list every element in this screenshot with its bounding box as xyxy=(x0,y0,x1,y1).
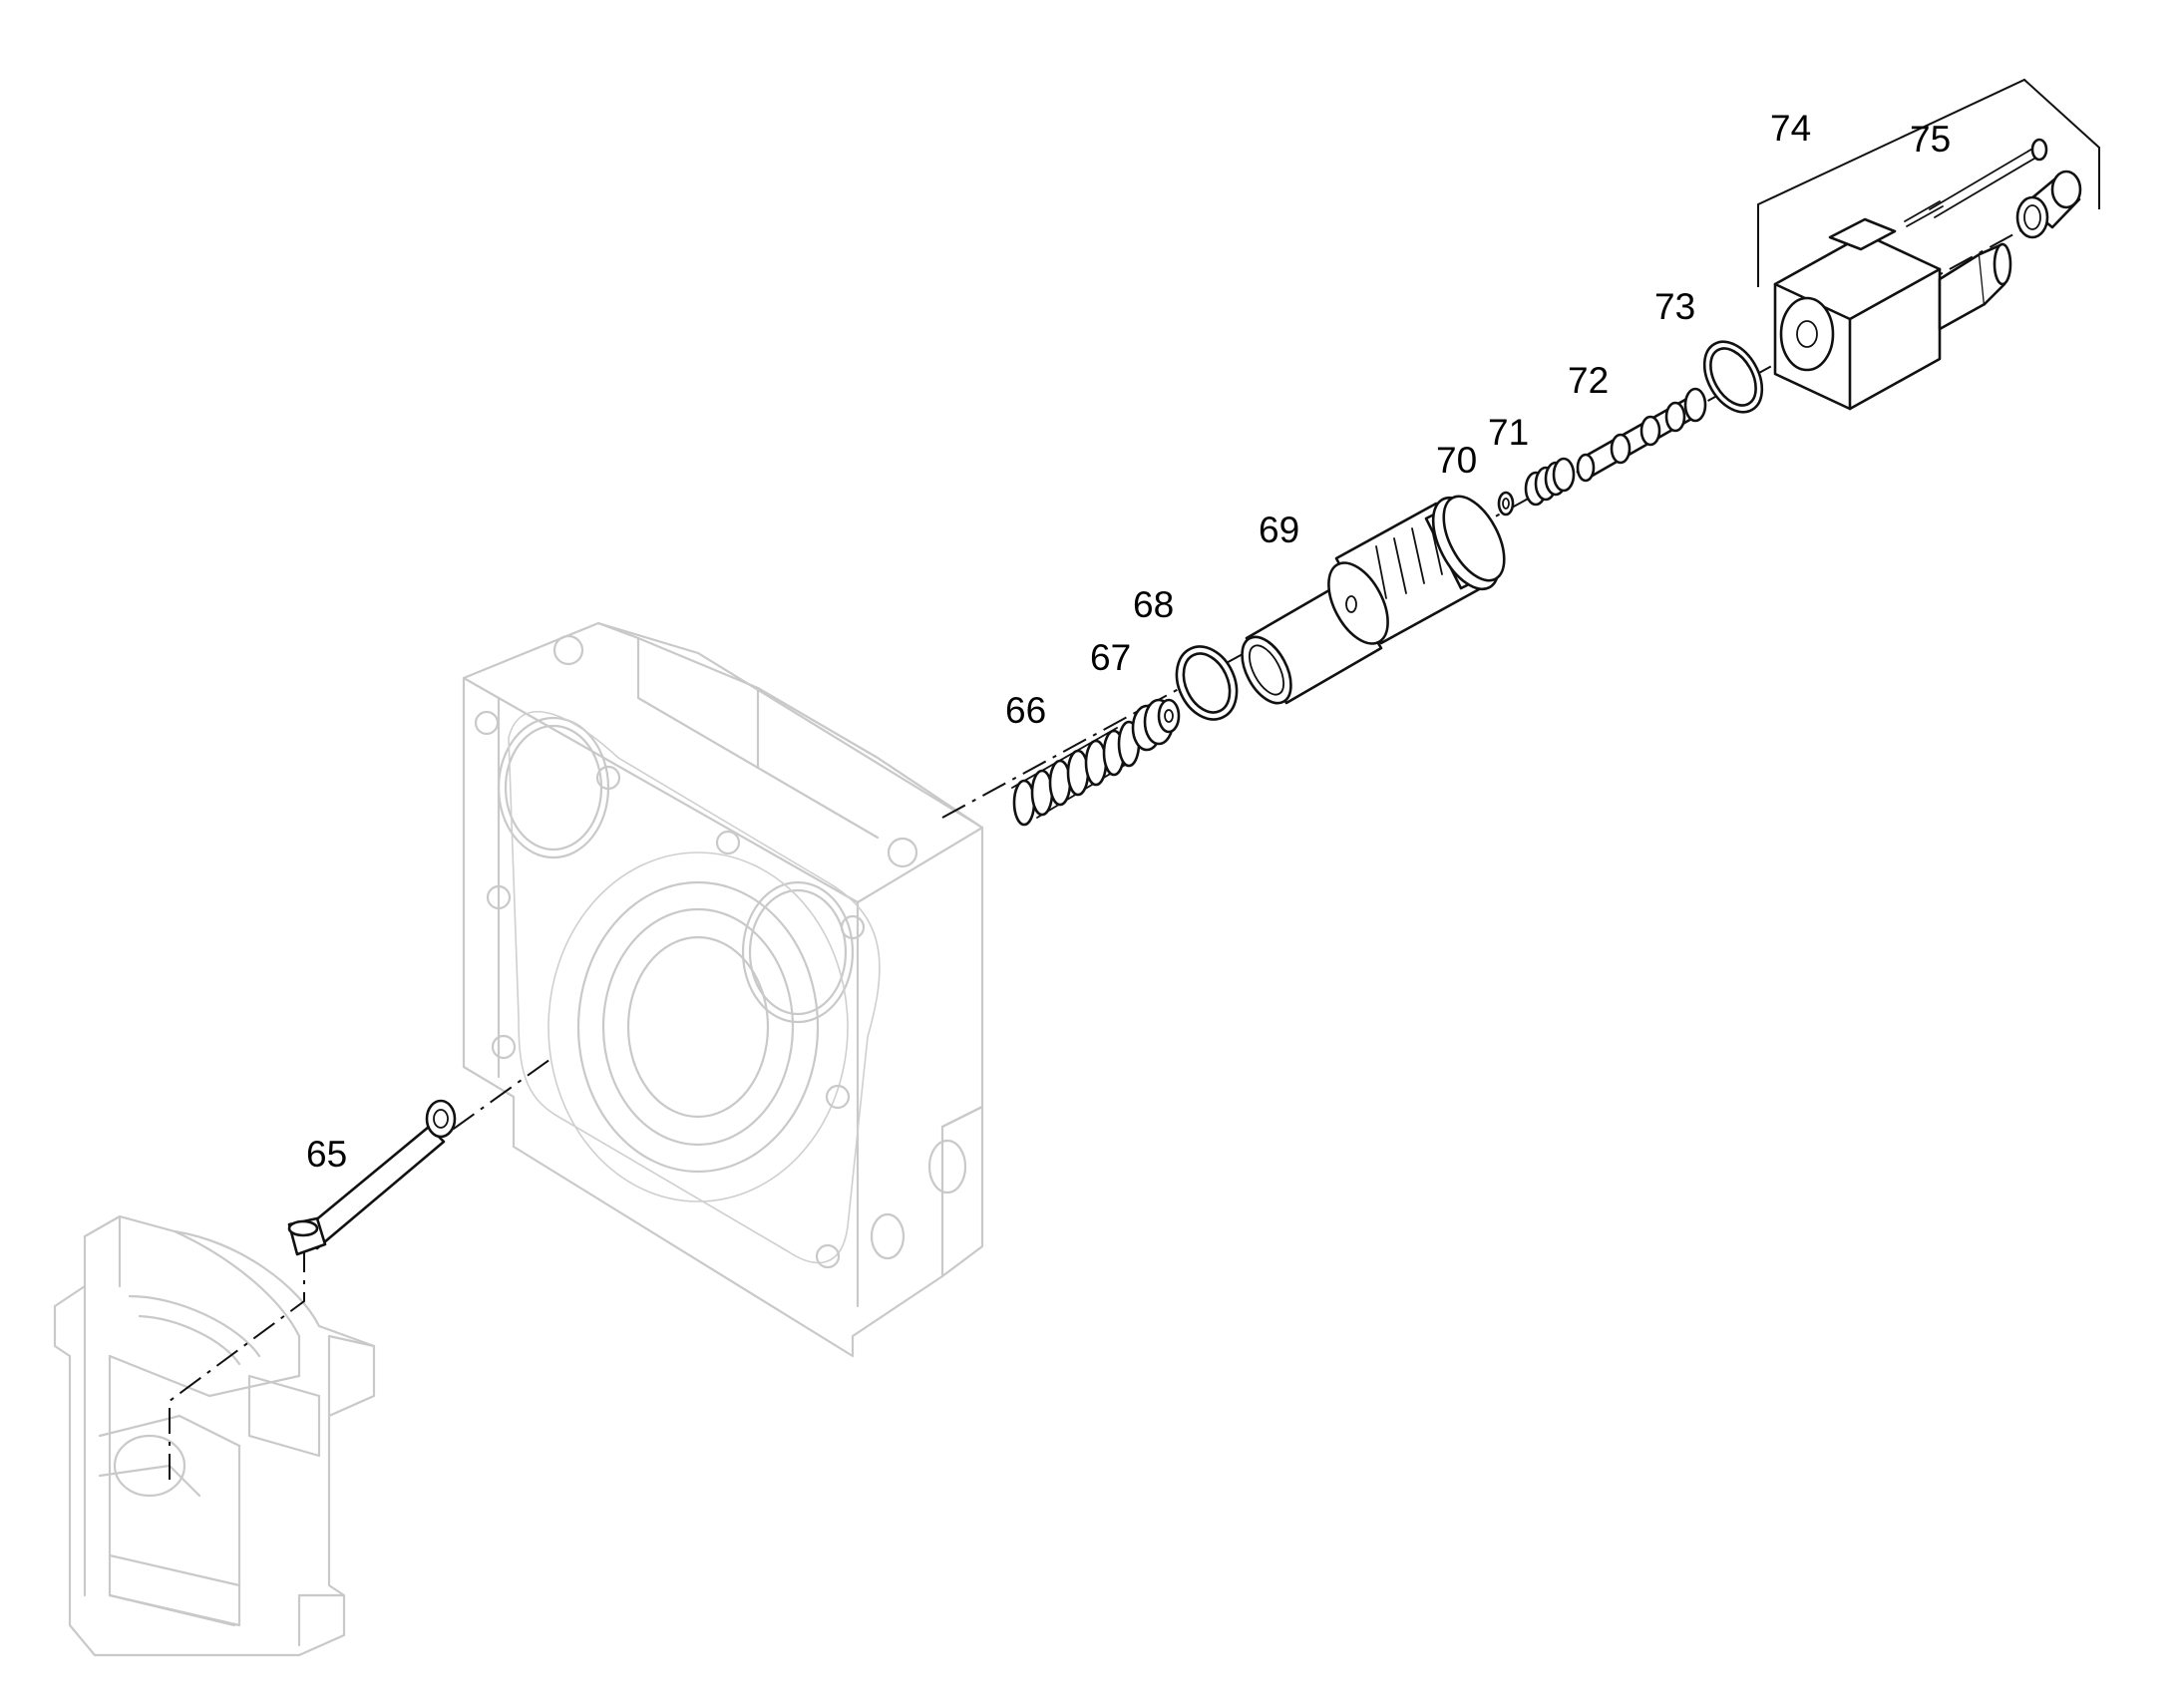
part-67-seat xyxy=(1131,698,1181,752)
part-75-screw xyxy=(1904,138,2048,227)
part-66-spring xyxy=(1011,720,1141,827)
callout-66: 66 xyxy=(1005,690,1046,731)
axis-line-drop xyxy=(169,1246,305,1486)
callout-67: 67 xyxy=(1090,637,1131,678)
part-69-sleeve xyxy=(1241,495,1506,705)
callout-75: 75 xyxy=(1910,119,1951,160)
lower-housing-ghost xyxy=(53,1214,376,1657)
part-72-spool xyxy=(1576,387,1707,483)
callout-65: 65 xyxy=(306,1134,347,1175)
part-65-tube xyxy=(287,1099,457,1256)
callout-72: 72 xyxy=(1568,360,1609,401)
callout-69: 69 xyxy=(1259,510,1299,550)
callout-71: 71 xyxy=(1488,412,1529,453)
housing-ghost xyxy=(462,621,984,1358)
callout-74: 74 xyxy=(1770,108,1811,149)
part-70-washer xyxy=(1497,491,1515,516)
part-74-solenoid xyxy=(1773,217,2012,411)
assembly-bracket xyxy=(1757,78,2100,287)
part-68-oring xyxy=(1175,645,1239,721)
callout-68: 68 xyxy=(1133,584,1174,625)
callout-73: 73 xyxy=(1654,286,1695,327)
part-71-spring xyxy=(1524,457,1576,507)
part-73-oring xyxy=(1702,340,1764,414)
callout-70: 70 xyxy=(1436,440,1477,481)
cap xyxy=(2015,170,2082,239)
